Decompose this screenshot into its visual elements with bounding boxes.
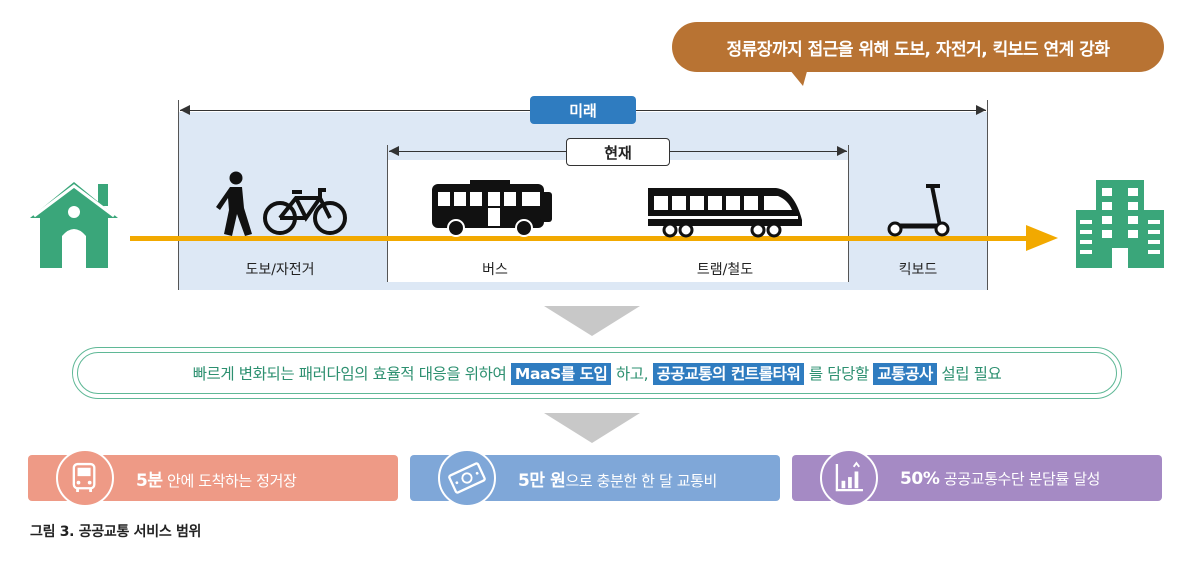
present-left-boundary — [387, 145, 388, 282]
policy-highlight-transport-corp: 교통공사 — [873, 363, 937, 385]
goal-desc-stations: 안에 도착하는 정거장 — [162, 471, 297, 490]
policy-text-2: 하고, — [611, 365, 653, 383]
policy-highlight-maas: MaaS를 도입 — [510, 363, 612, 385]
present-arrow-right — [837, 146, 847, 156]
bubble-text: 정류장까지 접근을 위해 도보, 자전거, 킥보드 연계 강화 — [726, 39, 1110, 60]
goal-box-share: 50% 공공교통수단 분담률 달성 — [792, 449, 1162, 507]
policy-banner: 빠르게 변화되는 패러다임의 효율적 대응을 위하여 MaaS를 도입 하고, … — [72, 347, 1122, 399]
mode-label-bus: 버스 — [482, 262, 508, 278]
money-icon — [438, 449, 496, 507]
present-right-boundary — [848, 145, 849, 282]
speech-bubble: 정류장까지 접근을 위해 도보, 자전거, 킥보드 연계 강화 — [672, 22, 1164, 72]
down-arrow-2 — [544, 413, 640, 443]
goal-bold-fare: 5만 원 — [518, 470, 566, 491]
goal-text-fare: 5만 원으로 충분한 한 달 교통비 — [518, 466, 717, 491]
goal-bold-stations: 5분 — [136, 470, 163, 491]
future-arrow-left — [180, 105, 190, 115]
goal-desc-share: 공공교통수단 분담률 달성 — [939, 469, 1101, 488]
journey-line — [130, 236, 1030, 241]
journey-arrowhead — [1026, 225, 1058, 251]
building-icon — [1076, 180, 1164, 268]
speech-bubble-tail — [785, 64, 809, 86]
bus-icon — [56, 449, 114, 507]
kickboard-icon — [887, 184, 950, 237]
future-arrow-right — [976, 105, 986, 115]
present-arrow-left — [389, 146, 399, 156]
policy-text: 빠르게 변화되는 패러다임의 효율적 대응을 위하여 MaaS를 도입 하고, … — [192, 362, 1002, 385]
policy-text-1: 빠르게 변화되는 패러다임의 효율적 대응을 위하여 — [192, 365, 511, 383]
house-icon — [30, 182, 118, 268]
pedestrian-icon — [216, 171, 252, 236]
goal-bold-share: 50% — [900, 468, 940, 489]
policy-text-3: 를 담당할 — [804, 365, 874, 383]
bus-icon — [432, 180, 552, 237]
down-arrow-1 — [544, 306, 640, 336]
goal-desc-fare: 으로 충분한 한 달 교통비 — [565, 471, 717, 490]
bar-chart-icon — [820, 449, 878, 507]
goal-box-stations: 5분 안에 도착하는 정거장 — [28, 449, 398, 507]
future-left-boundary — [178, 100, 179, 290]
goal-text-stations: 5분 안에 도착하는 정거장 — [136, 466, 297, 491]
mode-label-kickboard: 킥보드 — [898, 262, 938, 278]
mode-label-tram-rail: 트램/철도 — [696, 262, 754, 278]
policy-text-4: 설립 필요 — [936, 365, 1002, 383]
bicycle-icon — [263, 188, 347, 235]
mode-label-walk-bike: 도보/자전거 — [245, 262, 315, 278]
tram-icon — [648, 188, 802, 238]
policy-banner-inner-border — [77, 352, 1117, 394]
goal-text-share: 50% 공공교통수단 분담률 달성 — [900, 468, 1100, 489]
figure-caption: 그림 3. 공공교통 서비스 범위 — [30, 524, 202, 540]
future-label: 미래 — [530, 96, 636, 124]
present-label: 현재 — [566, 138, 670, 166]
policy-highlight-control-tower: 공공교통의 컨트롤타워 — [652, 363, 805, 385]
goal-box-fare: 5만 원으로 충분한 한 달 교통비 — [410, 449, 780, 507]
future-right-boundary — [987, 100, 988, 290]
